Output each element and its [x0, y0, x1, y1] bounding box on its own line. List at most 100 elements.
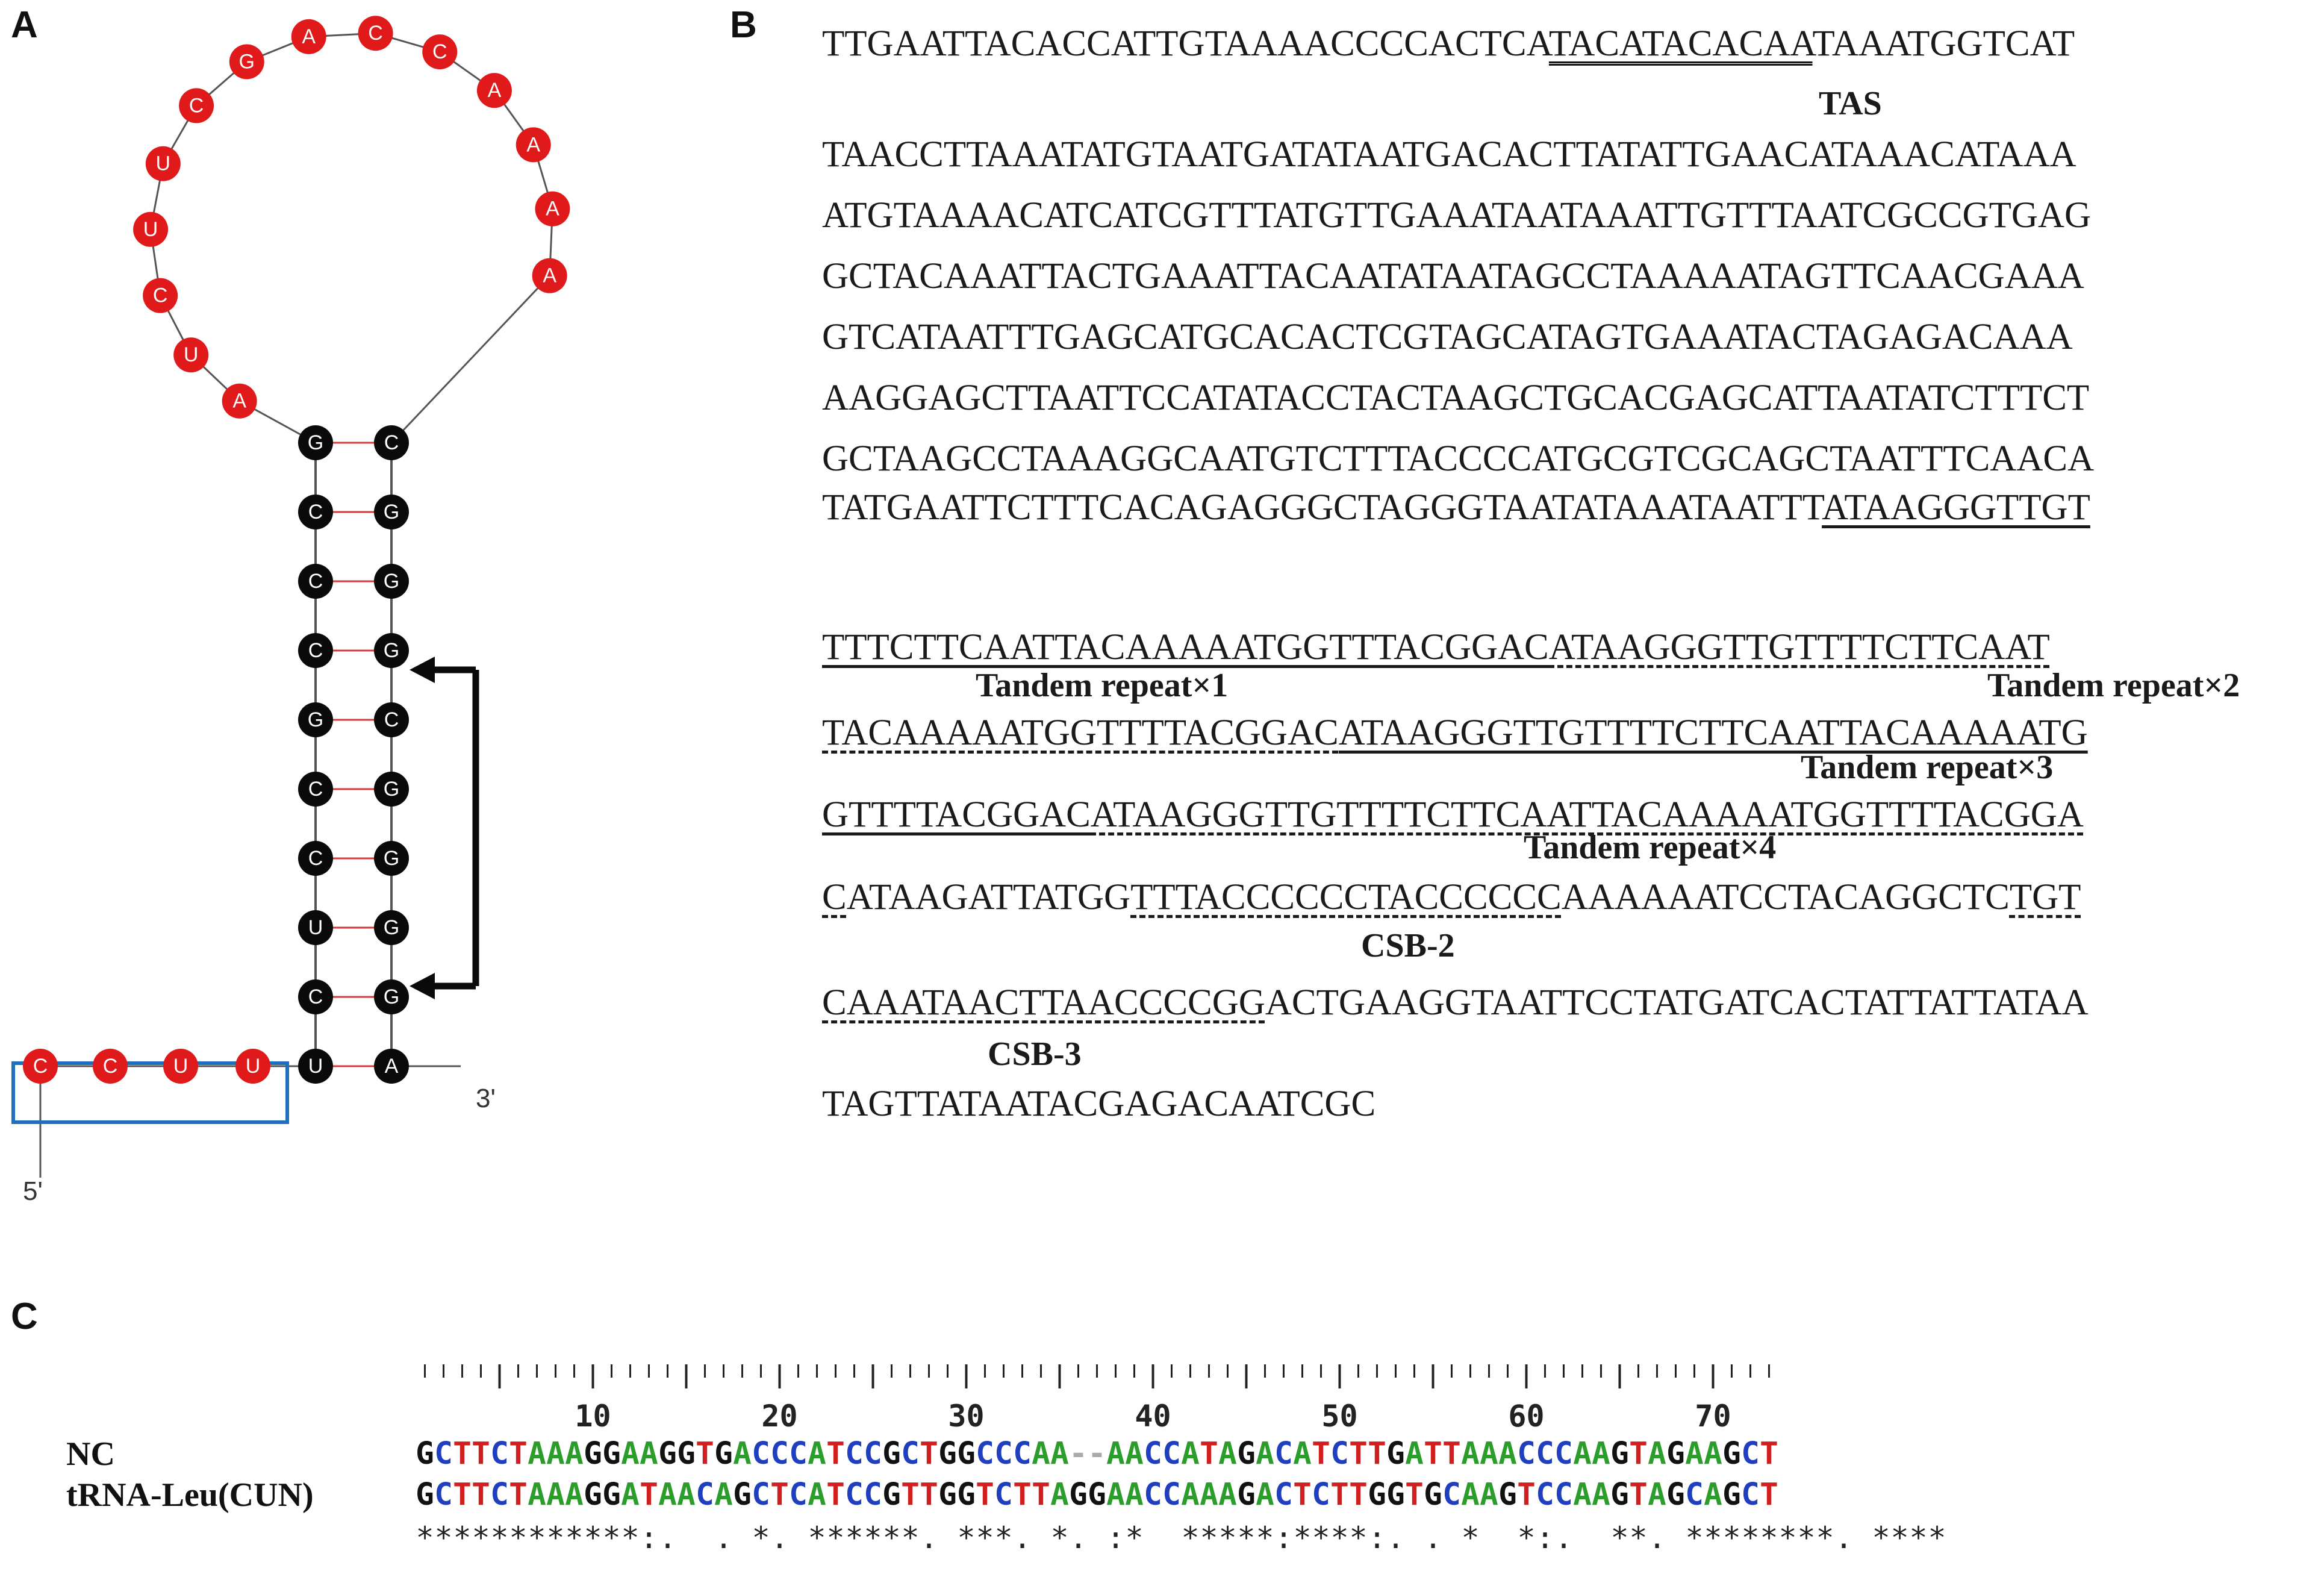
consensus-mark: :: [1368, 1520, 1386, 1555]
label-tas: TAS: [1819, 85, 1882, 122]
alignment-base: C: [1162, 1436, 1181, 1472]
consensus-mark: [938, 1520, 957, 1555]
loop-node: U: [145, 146, 181, 181]
consensus-mark: *: [565, 1520, 584, 1555]
tail-node-letter: U: [173, 1055, 188, 1078]
stem-left-node-letter: G: [308, 708, 323, 731]
alignment-base: T: [1442, 1436, 1461, 1472]
consensus-mark: *: [1200, 1520, 1218, 1555]
alignment-base: C: [1741, 1477, 1760, 1513]
loop-node: U: [173, 337, 209, 373]
tail-node-letter: U: [246, 1055, 261, 1078]
consensus-mark: [1480, 1520, 1498, 1555]
alignment-base: T: [509, 1477, 528, 1513]
alignment-base: A: [565, 1477, 584, 1513]
ruler-label: 40: [1135, 1399, 1171, 1434]
alignment-base: C: [1144, 1436, 1162, 1472]
alignment-base: A: [1106, 1436, 1125, 1472]
alignment-base: A: [1592, 1436, 1610, 1472]
consensus-mark: [1666, 1520, 1685, 1555]
alignment-base: G: [733, 1477, 752, 1513]
stem-right-node: C: [374, 425, 409, 460]
consensus-mark: :: [640, 1520, 658, 1555]
alignment-base: G: [1498, 1477, 1517, 1513]
label-tandem-repeat-3: Tandem repeat×3: [1801, 749, 2054, 786]
alignment-base: A: [733, 1436, 752, 1472]
alignment-base: G: [714, 1436, 733, 1472]
alignment-base: C: [1554, 1436, 1573, 1472]
stem-right-node: G: [374, 772, 409, 807]
alignment-base: A: [1592, 1477, 1610, 1513]
alignment-base: C: [1517, 1436, 1536, 1472]
consensus-mark: [1162, 1520, 1181, 1555]
ruler-label: 60: [1508, 1399, 1545, 1434]
alignment-base: G: [938, 1436, 957, 1472]
loop-node: A: [222, 383, 257, 419]
stem-left-node: U: [298, 1049, 333, 1084]
loop-node-circle: [291, 19, 326, 54]
tandem-repeat-3-start: ATAAGGGTTGTTTTCTTCAATTACAAAAATG: [1338, 713, 2088, 753]
loop-node-letter: A: [488, 79, 502, 102]
alignment-base: C: [976, 1436, 994, 1472]
alignment-base: A: [1498, 1436, 1517, 1472]
consensus-mark: *: [1890, 1520, 1909, 1555]
loop-node: C: [179, 88, 214, 123]
alignment-base: C: [1274, 1436, 1293, 1472]
alignment-base: G: [1069, 1477, 1088, 1513]
consensus-mark: .: [1648, 1520, 1666, 1555]
loop-node-circle: [222, 383, 257, 419]
loop-node-circle: [229, 44, 264, 80]
alignment-base: T: [920, 1436, 938, 1472]
alignment-base: A: [1648, 1436, 1666, 1472]
alignment-base: A: [528, 1436, 546, 1472]
alignment-base: G: [602, 1477, 621, 1513]
alignment-base: G: [1610, 1436, 1629, 1472]
loop-node-circle: [535, 191, 570, 226]
alignment-base: A: [1573, 1436, 1592, 1472]
alignment-base: T: [901, 1477, 920, 1513]
alignment-base: A: [1573, 1477, 1592, 1513]
alignment-base: T: [1013, 1477, 1032, 1513]
alignment-base: A: [528, 1477, 546, 1513]
seq-line-8: TATGAATTCTTTCACAGAGGGCTAGGGTAATATAAATAAT…: [822, 487, 2090, 529]
loop-node: C: [358, 16, 393, 51]
loop-node-letter: C: [153, 284, 168, 307]
alignment-base: T: [1517, 1477, 1536, 1513]
ruler-label: 50: [1321, 1399, 1358, 1434]
alignment-base: C: [1144, 1477, 1162, 1513]
alignment-base: G: [957, 1436, 976, 1472]
tail-node-circle: [163, 1049, 198, 1084]
seq-line-6: AAGGAGCTTAATTCCATATACCTACTAAGCTGCACGAGCA…: [822, 378, 2090, 418]
tail-node-circle: [93, 1049, 128, 1084]
alignment-base: A: [640, 1436, 658, 1472]
alignment-name-trna: tRNA-Leu(CUN): [66, 1476, 314, 1514]
consensus-mark: *: [752, 1520, 770, 1555]
loop-node: C: [143, 278, 178, 313]
consensus-mark: *: [1928, 1520, 1946, 1555]
consensus-mark: *: [434, 1520, 453, 1555]
alignment-consensus: ************:. . *. ******. ***. *. :* *…: [416, 1520, 1946, 1555]
loop-node-letter: A: [232, 390, 246, 413]
alignment-base: C: [845, 1436, 864, 1472]
consensus-mark: *: [1330, 1520, 1349, 1555]
stem-left-node-letter: C: [308, 985, 323, 1008]
stem-left-node-letter: G: [308, 431, 323, 454]
stem-right-node: A: [374, 1049, 409, 1084]
alignment-base: C: [752, 1436, 770, 1472]
consensus-mark: *: [1909, 1520, 1928, 1555]
arrowhead-bottom: [410, 973, 435, 999]
consensus-mark: .: [920, 1520, 938, 1555]
alignment-base: A: [1050, 1477, 1069, 1513]
consensus-mark: [1442, 1520, 1461, 1555]
tail-node-letter: C: [103, 1055, 118, 1078]
tail-node: U: [163, 1049, 198, 1084]
alignment-base: T: [1330, 1477, 1349, 1513]
consensus-mark: *: [584, 1520, 602, 1555]
alignment-base: T: [1629, 1436, 1648, 1472]
seq-segment: ACTGAAGGTAATTCCTATGATCACTATTATTATAA: [1265, 982, 2089, 1023]
loop-node-letter: A: [546, 198, 559, 220]
csb-3-start: TGT: [2009, 877, 2081, 917]
stem-left-node-letter: C: [308, 847, 323, 870]
seq-line-13: CAAATAACTTAACCCCGGACTGAAGGTAATTCCTATGATC…: [822, 982, 2089, 1024]
